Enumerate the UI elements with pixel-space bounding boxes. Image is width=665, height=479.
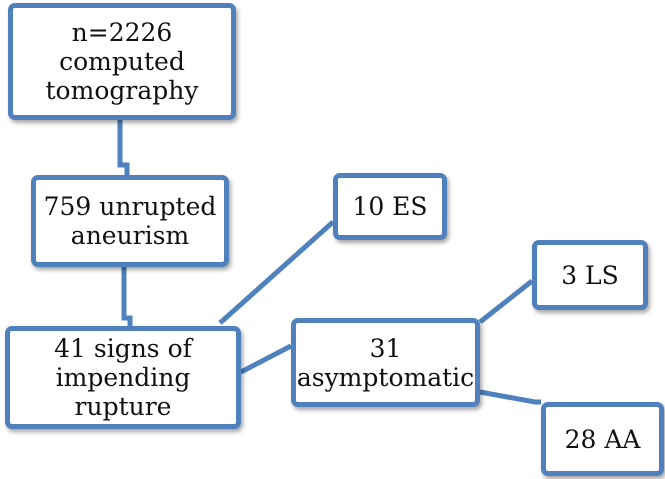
connector-asymptomatic-to-ls bbox=[478, 279, 534, 324]
connector-signs-to-es bbox=[218, 220, 335, 325]
node-line: impending bbox=[55, 363, 191, 392]
node-line: tomography bbox=[45, 76, 199, 105]
node-line: asymptomatic bbox=[296, 362, 475, 392]
node-asymptomatic: 31 asymptomatic bbox=[291, 318, 480, 407]
node-computed-tomography: n=2226 computed tomography bbox=[8, 3, 236, 120]
node-label: n=2226 computed tomography bbox=[46, 18, 199, 105]
node-ls: 3 LS bbox=[532, 240, 648, 310]
node-line: 41 signs of bbox=[54, 334, 192, 363]
node-label: 31 asymptomatic bbox=[297, 334, 474, 392]
node-label: 28 AA bbox=[565, 425, 641, 454]
node-label: 41 signs of impending rupture bbox=[54, 334, 192, 421]
node-unruptured-aneurism: 759 unrupted aneurism bbox=[31, 175, 229, 267]
node-line: computed bbox=[59, 47, 185, 76]
node-line: 28 AA bbox=[564, 424, 641, 454]
node-line: 3 LS bbox=[561, 260, 619, 290]
connector-asymptomatic-to-aa bbox=[479, 389, 541, 405]
node-signs-of-impending-rupture: 41 signs of impending rupture bbox=[5, 326, 241, 429]
node-line: aneurism bbox=[70, 221, 190, 250]
node-line: n=2226 bbox=[71, 18, 173, 47]
node-line: rupture bbox=[74, 392, 172, 421]
node-label: 10 ES bbox=[352, 192, 427, 221]
connector-signs-to-asymptomatic bbox=[239, 343, 293, 375]
node-line: 759 unrupted bbox=[43, 192, 217, 221]
node-label: 3 LS bbox=[561, 261, 619, 290]
node-line: 31 bbox=[369, 333, 402, 363]
node-line: 10 ES bbox=[352, 192, 428, 221]
node-aa: 28 AA bbox=[541, 402, 664, 476]
connector-unruptured-to-signs bbox=[121, 267, 133, 326]
node-es: 10 ES bbox=[333, 173, 447, 240]
connector-ct-to-unruptured bbox=[117, 120, 130, 175]
node-label: 759 unrupted aneurism bbox=[44, 192, 217, 250]
